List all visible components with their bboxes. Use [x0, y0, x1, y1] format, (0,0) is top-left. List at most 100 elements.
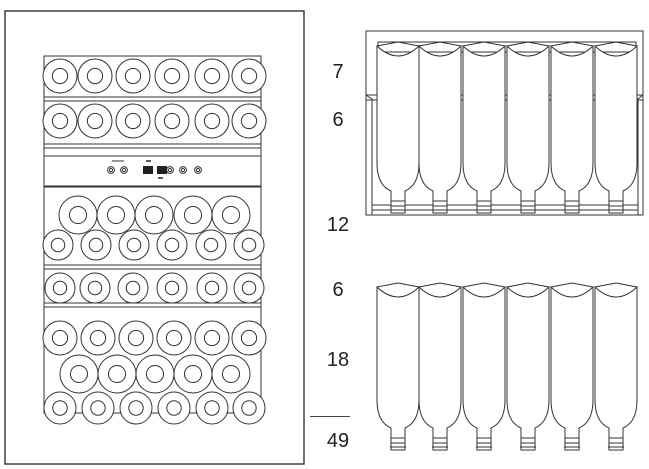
- bottle-base-edge: [418, 41, 462, 47]
- bottle-end-icon: [195, 391, 229, 425]
- control-button: [194, 166, 202, 174]
- bottle-punt-icon: [163, 112, 181, 130]
- bottle-base-edge: [376, 282, 420, 288]
- bottle-end-icon: [157, 391, 191, 425]
- wine-bottle-icon: [594, 285, 638, 451]
- control-button-center: [195, 167, 201, 173]
- bottle-end-icon: [119, 391, 153, 425]
- bottle-punt-icon: [126, 237, 142, 253]
- wine-bottle-icon: [462, 285, 506, 451]
- bottle-end-icon: [231, 320, 267, 356]
- bottle-punt-icon: [68, 205, 88, 225]
- wine-bottle-icon: [506, 285, 550, 451]
- bottle-punt-icon: [164, 280, 180, 296]
- bottle-punt-icon: [221, 205, 241, 225]
- bottle-punt-icon: [69, 364, 89, 384]
- bottle-end-icon: [211, 354, 251, 394]
- bottle-punt-icon: [51, 112, 69, 130]
- bottle-base-edge: [594, 282, 638, 288]
- bottle-end-icon: [233, 229, 265, 261]
- bottle-punt-icon: [163, 67, 181, 85]
- bottle-punt-icon: [124, 67, 142, 85]
- bottle-punt-icon: [204, 280, 220, 296]
- bottle-end-icon: [173, 354, 213, 394]
- bottle-punt-icon: [86, 67, 104, 85]
- bottle-punt-icon: [51, 329, 69, 347]
- bottle-end-icon: [156, 272, 188, 304]
- wine-bottle-icon: [376, 285, 420, 451]
- bottle-end-icon: [118, 320, 154, 356]
- bottle-end-icon: [42, 103, 78, 139]
- bottle-end-icon: [79, 272, 111, 304]
- bottle-base-edge: [506, 41, 550, 47]
- bottle-punt-icon: [89, 329, 107, 347]
- bottle-punt-icon: [240, 67, 258, 85]
- wine-bottle-icon: [462, 44, 506, 214]
- rack-tray-edge: [637, 31, 644, 215]
- bottle-end-icon: [156, 320, 192, 356]
- bottle-punt-icon: [51, 67, 69, 85]
- capacity-zone-bottom: 18: [326, 349, 350, 371]
- bottle-end-icon: [173, 195, 213, 235]
- bottle-punt-icon: [52, 400, 68, 416]
- control-button-center: [108, 167, 114, 173]
- bottle-end-icon: [117, 272, 149, 304]
- bottle-base-edge: [594, 41, 638, 47]
- bottle-punt-icon: [166, 400, 182, 416]
- bottle-end-icon: [80, 320, 116, 356]
- bottle-end-icon: [44, 272, 76, 304]
- bottle-punt-icon: [203, 67, 221, 85]
- bottle-end-icon: [194, 320, 230, 356]
- bottle-punt-icon: [241, 237, 257, 253]
- wine-bottle-icon: [550, 44, 594, 214]
- wine-bottle-icon: [506, 44, 550, 214]
- bottle-punt-icon: [203, 112, 221, 130]
- wine-bottle-icon: [550, 285, 594, 451]
- capacity-shelf-1: 7: [332, 61, 344, 83]
- bottle-end-icon: [231, 103, 267, 139]
- bottle-punt-icon: [204, 400, 220, 416]
- bottle-end-icon: [134, 195, 174, 235]
- wine-bottle-icon: [418, 285, 462, 451]
- bottle-end-icon: [196, 272, 228, 304]
- bottle-end-icon: [231, 58, 267, 94]
- bottle-punt-icon: [203, 329, 221, 347]
- bottle-punt-icon: [144, 205, 164, 225]
- cabinet-frame: [4, 10, 305, 465]
- bottle-punt-icon: [165, 329, 183, 347]
- bottle-end-icon: [77, 103, 113, 139]
- bottle-punt-icon: [240, 329, 258, 347]
- bottle-end-icon: [154, 58, 190, 94]
- bottle-punt-icon: [124, 112, 142, 130]
- bottle-base-edge: [550, 41, 594, 47]
- display-digit: [157, 166, 167, 174]
- bottle-end-icon: [77, 58, 113, 94]
- bottle-end-icon: [194, 58, 230, 94]
- capacity-zone-mid: 12: [326, 214, 350, 236]
- bottle-end-icon: [118, 229, 150, 261]
- bottle-end-icon: [80, 229, 112, 261]
- bottle-punt-icon: [164, 237, 180, 253]
- bottle-end-icon: [232, 391, 266, 425]
- bottle-end-icon: [154, 103, 190, 139]
- cabinet-glass: [43, 55, 262, 414]
- bottle-base-edge: [418, 282, 462, 288]
- bottle-punt-icon: [241, 280, 257, 296]
- control-button: [107, 166, 115, 174]
- bottle-punt-icon: [90, 400, 106, 416]
- bottle-end-icon: [97, 354, 137, 394]
- bottle-end-icon: [194, 103, 230, 139]
- bottle-punt-icon: [87, 280, 103, 296]
- control-button: [120, 166, 128, 174]
- control-button: [166, 166, 174, 174]
- upper-rack-side-view: [365, 30, 644, 216]
- bottle-punt-icon: [128, 400, 144, 416]
- bottle-end-icon: [135, 354, 175, 394]
- lower-rack-side-view: [376, 282, 638, 451]
- bottle-punt-icon: [125, 280, 141, 296]
- bottle-end-icon: [81, 391, 115, 425]
- wine-bottle-icon: [418, 44, 462, 214]
- bottle-punt-icon: [127, 329, 145, 347]
- bottle-base-edge: [376, 41, 420, 47]
- bottle-punt-icon: [145, 364, 165, 384]
